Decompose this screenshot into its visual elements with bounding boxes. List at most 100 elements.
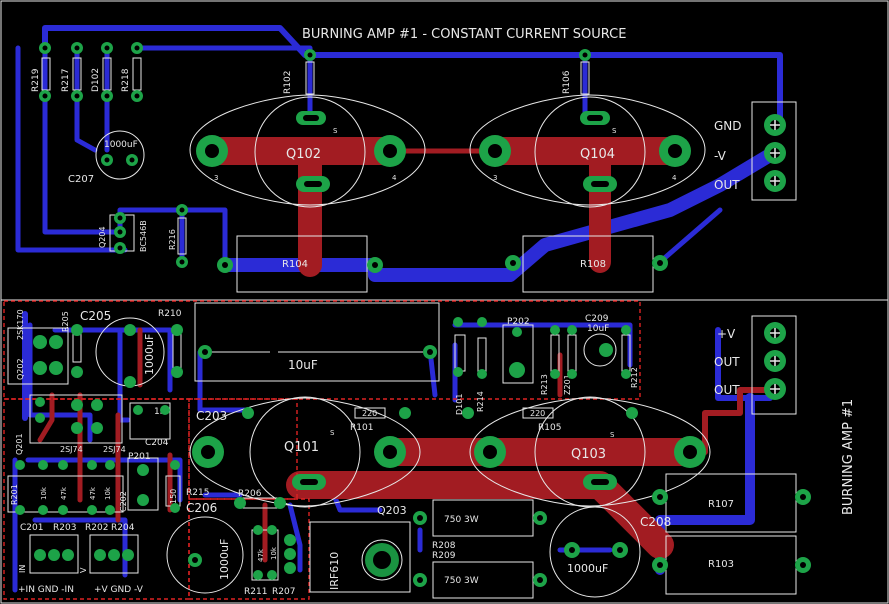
- svg-text:10uF: 10uF: [587, 324, 609, 334]
- trimpot-p202: P202: [502, 317, 534, 384]
- svg-text:Q204: Q204: [98, 226, 107, 248]
- pad-large: [374, 135, 406, 167]
- svg-text:47k: 47k: [257, 548, 265, 562]
- svg-text:R108: R108: [580, 259, 606, 270]
- svg-text:2SJ74: 2SJ74: [103, 445, 126, 454]
- svg-text:BC546B: BC546B: [139, 220, 148, 252]
- pad-large: [659, 135, 691, 167]
- svg-text:S: S: [333, 127, 338, 135]
- svg-text:R218: R218: [121, 68, 131, 92]
- svg-text:1000uF: 1000uF: [567, 562, 608, 575]
- svg-text:47k: 47k: [60, 486, 68, 500]
- svg-text:10uF: 10uF: [288, 358, 318, 372]
- resistor-r219: R219: [31, 57, 51, 92]
- terminal-block-top: GND -V OUT: [714, 101, 797, 201]
- zener-z201: Z201: [563, 334, 577, 395]
- svg-text:Q202: Q202: [16, 358, 25, 380]
- svg-text:R215: R215: [186, 488, 209, 498]
- svg-text:R214: R214: [476, 391, 485, 412]
- svg-text:R107: R107: [708, 499, 734, 510]
- resistor-r101: 220 R101: [350, 407, 386, 433]
- svg-text:R208: R208: [432, 541, 456, 551]
- resistor-r107: R107: [665, 473, 797, 533]
- svg-text:V: V: [79, 567, 88, 573]
- terminal-gnd-label: GND: [714, 119, 742, 133]
- capacitor-c209: C209 10uF: [583, 314, 617, 367]
- svg-text:R201: R201: [10, 484, 19, 505]
- svg-text:R219: R219: [31, 68, 41, 92]
- resistor-r213: R213: [540, 334, 560, 395]
- svg-text:C202: C202: [119, 491, 128, 512]
- svg-text:Q102: Q102: [286, 147, 321, 162]
- svg-text:R207: R207: [272, 587, 295, 597]
- transistor-q202: Q202 2SK170: [7, 309, 69, 385]
- label-c201: C201: [20, 523, 43, 533]
- svg-text:R216: R216: [168, 229, 177, 250]
- svg-text:R104: R104: [282, 259, 308, 270]
- svg-text:C204: C204: [145, 438, 169, 448]
- pad-large: [674, 436, 706, 468]
- capacitor-10uf: 10uF: [194, 302, 440, 382]
- svg-text:220: 220: [530, 409, 545, 418]
- svg-text:R102: R102: [283, 71, 293, 94]
- resistor-r102: R102: [283, 61, 315, 95]
- resistor-r211-r207: 47k 10k R211 R207: [244, 529, 295, 597]
- side-title: BURNING AMP #1: [841, 399, 856, 515]
- svg-text:R106: R106: [562, 70, 572, 94]
- svg-text:C208: C208: [640, 515, 671, 529]
- terminal-negv-label: -V: [714, 149, 727, 163]
- svg-text:Q201: Q201: [15, 433, 24, 455]
- transistor-q102: Q102 S 3 4: [189, 94, 426, 208]
- transistor-q104: Q104 S 3 4: [469, 94, 706, 208]
- svg-text:IRF610: IRF610: [328, 552, 341, 590]
- svg-text:R206: R206: [238, 489, 262, 499]
- svg-text:D102: D102: [91, 68, 101, 92]
- svg-text:Q101: Q101: [284, 440, 319, 455]
- top-title: BURNING AMP #1 - CONSTANT CURRENT SOURCE: [302, 27, 626, 42]
- resistor-r104: R104: [236, 235, 368, 293]
- svg-text:220: 220: [362, 409, 377, 418]
- resistor-r212: R212: [621, 334, 639, 388]
- pad-large: [374, 436, 406, 468]
- capacitor-c207: 1000uF C207: [68, 130, 145, 185]
- svg-text:Z201: Z201: [563, 374, 572, 395]
- resistor-r216: R216: [168, 217, 187, 255]
- svg-text:C207: C207: [68, 174, 94, 185]
- pads: [15, 42, 811, 587]
- transistor-q103: Q103 S: [469, 396, 711, 508]
- svg-text:1000uF: 1000uF: [143, 334, 156, 375]
- svg-text:+IN GND -IN: +IN GND -IN: [18, 585, 74, 595]
- svg-text:Q103: Q103: [571, 447, 606, 462]
- svg-text:2SK170: 2SK170: [16, 309, 25, 340]
- svg-text:3: 3: [493, 174, 497, 182]
- pad-large: [192, 436, 224, 468]
- svg-text:750 3W: 750 3W: [444, 515, 479, 525]
- svg-text:10k: 10k: [270, 546, 278, 560]
- trimpot-p201: P201 C202: [119, 452, 159, 512]
- label-r204: R204: [111, 523, 135, 533]
- svg-text:750 3W: 750 3W: [444, 576, 479, 586]
- svg-text:+V GND -V: +V GND -V: [94, 585, 144, 595]
- label-r202: R202: [85, 523, 108, 533]
- pad-large: [196, 135, 228, 167]
- terminal-block-bottom: +V OUT OUT: [714, 315, 797, 415]
- pad-large: [479, 135, 511, 167]
- svg-text:2SJ74: 2SJ74: [60, 445, 83, 454]
- svg-text:Q203: Q203: [377, 504, 407, 517]
- svg-text:1000uF: 1000uF: [104, 140, 138, 150]
- svg-text:R213: R213: [540, 374, 549, 395]
- connector-input: IN +IN GND -IN: [18, 534, 79, 595]
- svg-text:R103: R103: [708, 559, 734, 570]
- svg-text:R105: R105: [538, 423, 561, 433]
- capacitor-c208: 1000uF C208: [549, 506, 671, 598]
- svg-text:R211: R211: [244, 587, 267, 597]
- resistor-r105: 220 R105: [522, 407, 561, 433]
- svg-text:150: 150: [169, 489, 178, 504]
- svg-text:R101: R101: [350, 423, 373, 433]
- transistor-q101: Q101 S: [189, 396, 421, 508]
- svg-text:4: 4: [392, 174, 397, 182]
- resistor-r208: 750 3W R208: [432, 499, 534, 551]
- svg-text:R217: R217: [61, 69, 71, 92]
- svg-text:C205: C205: [80, 309, 111, 323]
